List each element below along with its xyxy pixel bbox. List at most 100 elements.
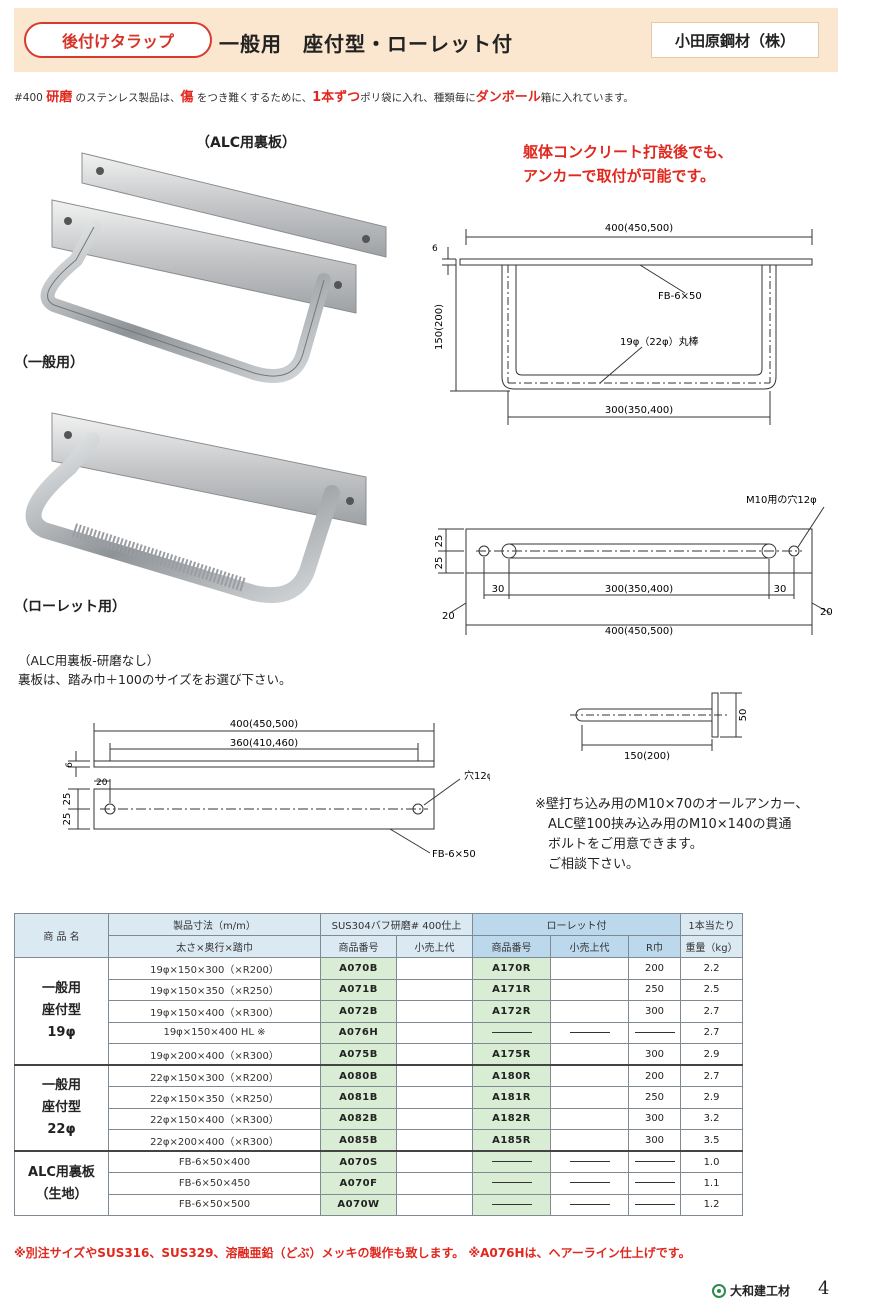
- header-price: 小売上代: [396, 935, 473, 958]
- code-cell: A072B: [320, 1000, 397, 1023]
- dim-thickness: 6: [65, 762, 75, 768]
- code-cell: A070F: [320, 1172, 397, 1195]
- dim-h2: 25: [62, 813, 73, 826]
- group-name: 一般用 座付型 22φ: [14, 1064, 109, 1152]
- general-rung-image: [40, 199, 357, 384]
- anchor-note-line: ※壁打ち込み用のM10×70のオールアンカー、: [535, 797, 809, 812]
- header-r: R巾: [627, 935, 682, 958]
- price-cell: [396, 1043, 473, 1066]
- weight-cell: 2.7: [680, 1064, 744, 1087]
- knurl-price-cell: [550, 1107, 629, 1130]
- category-badge: 後付けタラップ: [24, 22, 212, 58]
- knurl-code-cell: A171R: [472, 978, 551, 1001]
- dash-mark: [634, 1203, 675, 1205]
- dim-h1: 25: [62, 793, 73, 806]
- dim-cell: 19φ×200×400（×R300）: [108, 1043, 321, 1066]
- group-name-line: 座付型: [41, 1003, 81, 1018]
- dash-mark: [491, 1203, 532, 1205]
- r-cell: 300: [627, 1107, 682, 1130]
- dim-edge-right: 30: [774, 584, 787, 595]
- table-row: 22φ×200×400（×R300） A085B A185R 300 3.5: [15, 1129, 744, 1152]
- intro-part: をつき難くするために、: [193, 92, 313, 104]
- red-note-line: 躯体コンクリート打設後でも、: [523, 143, 733, 161]
- group-name-line: ALC用裏板: [28, 1164, 95, 1180]
- knurl-code-cell: A180R: [472, 1064, 551, 1087]
- dash-mark: [634, 1031, 675, 1033]
- knurl-price-cell: [550, 1150, 629, 1173]
- dim-plate-thickness: 6: [432, 244, 438, 254]
- r-cell: 300: [627, 1043, 682, 1066]
- table-row: 22φ×150×350（×R250） A081B A181R 250 2.9: [15, 1086, 744, 1109]
- dim-width: 400(450,500): [605, 223, 673, 234]
- dim-cell: 19φ×150×400 HL ※: [108, 1021, 321, 1044]
- weight-cell: 2.7: [680, 1021, 744, 1044]
- brand-name: 大和建工材: [730, 1284, 791, 1298]
- header-weight2: 重量（kg）: [680, 935, 744, 958]
- header-knurl: ローレット付: [471, 913, 682, 936]
- weight-cell: 1.2: [680, 1193, 744, 1216]
- price-cell: [396, 1129, 473, 1152]
- header-dims: 製品寸法（m/m）: [108, 913, 321, 936]
- group-name-line: 一般用: [41, 1078, 81, 1093]
- anchor-note-line: ALC壁100挟み込み用のM10×140の貫通: [548, 817, 792, 832]
- intro-highlight: 1本ずつ: [312, 90, 361, 105]
- price-cell: [396, 1064, 473, 1087]
- r-cell: 200: [627, 1064, 682, 1087]
- header-sus: SUS304バフ研磨# 400仕上: [320, 913, 473, 936]
- alc-note-line: 裏板は、踏み巾＋100のサイズをお選び下さい。: [18, 672, 292, 687]
- dash-mark: [634, 1182, 675, 1184]
- knurl-code-cell: [472, 1172, 551, 1195]
- table-row: 19φ×150×400（×R300） A072B A172R 300 2.7: [15, 1000, 744, 1023]
- weight-cell: 1.1: [680, 1172, 744, 1195]
- dim-offset: 20: [96, 778, 108, 788]
- header-code: 商品番号: [320, 935, 397, 958]
- red-note-line: アンカーで取付が可能です。: [523, 167, 716, 185]
- dash-mark: [569, 1203, 610, 1205]
- dim-h1: 25: [434, 535, 445, 548]
- dim-inner: 300(350,400): [605, 405, 673, 416]
- price-cell: [396, 957, 473, 980]
- group-name: ALC用裏板 （生地）: [14, 1150, 109, 1216]
- r-cell: [627, 1021, 682, 1044]
- knurl-price-cell: [550, 1129, 629, 1152]
- weight-cell: 3.5: [680, 1129, 744, 1152]
- knurl-price-cell: [550, 1172, 629, 1195]
- r-cell: [627, 1172, 682, 1195]
- alc-plate-image: [81, 152, 387, 258]
- dim-outer: 400(450,500): [230, 719, 298, 730]
- r-cell: 200: [627, 957, 682, 980]
- table-row: 19φ×150×350（×R250） A071B A171R 250 2.5: [15, 978, 744, 1001]
- code-cell: A082B: [320, 1107, 397, 1130]
- code-cell: A085B: [320, 1129, 397, 1152]
- dim-h2: 25: [434, 557, 445, 570]
- group-name-line: 19φ: [47, 1025, 76, 1040]
- knurl-price-cell: [550, 1193, 629, 1216]
- product-photos: [25, 152, 387, 604]
- code-cell: A075B: [320, 1043, 397, 1066]
- knurl-code-cell: A175R: [472, 1043, 551, 1066]
- code-cell: A070S: [320, 1150, 397, 1173]
- intro-highlight: 研磨: [46, 90, 73, 105]
- dim-cell: 22φ×150×300（×R200）: [108, 1064, 321, 1087]
- dim-depth: 150(200): [624, 751, 670, 762]
- footer-note: ※別注サイズやSUS316、SUS329、溶融亜鉛（どぶ）メッキの製作も致します…: [14, 1246, 691, 1260]
- knurl-code-cell: A181R: [472, 1086, 551, 1109]
- code-cell: A070W: [320, 1193, 397, 1216]
- group-name-line: 一般用: [41, 981, 81, 996]
- knurl-price-cell: [550, 1086, 629, 1109]
- price-cell: [396, 978, 473, 1001]
- dim-cell: 19φ×150×350（×R250）: [108, 978, 321, 1001]
- table-row: ALC用裏板 （生地） FB-6×50×400 A070S 1.0: [14, 1150, 744, 1216]
- spec-table: 商 品 名 製品寸法（m/m） SUS304バフ研磨# 400仕上 ローレット付…: [14, 913, 744, 1216]
- header-dims-sub: 太さ×奥行×踏巾: [108, 935, 321, 958]
- price-cell: [396, 1086, 473, 1109]
- label-general: （一般用）: [14, 355, 84, 371]
- knurl-price-cell: [550, 978, 629, 1001]
- price-cell: [396, 1172, 473, 1195]
- weight-cell: 1.0: [680, 1150, 744, 1173]
- dim-edge-left: 30: [492, 584, 505, 595]
- intro-part: 箱に入れています。: [540, 92, 634, 104]
- table-row: 19φ×150×400 HL ※ A076H 2.7: [15, 1021, 744, 1044]
- page-title: 一般用 座付型・ローレット付: [219, 32, 513, 56]
- code-cell: A081B: [320, 1086, 397, 1109]
